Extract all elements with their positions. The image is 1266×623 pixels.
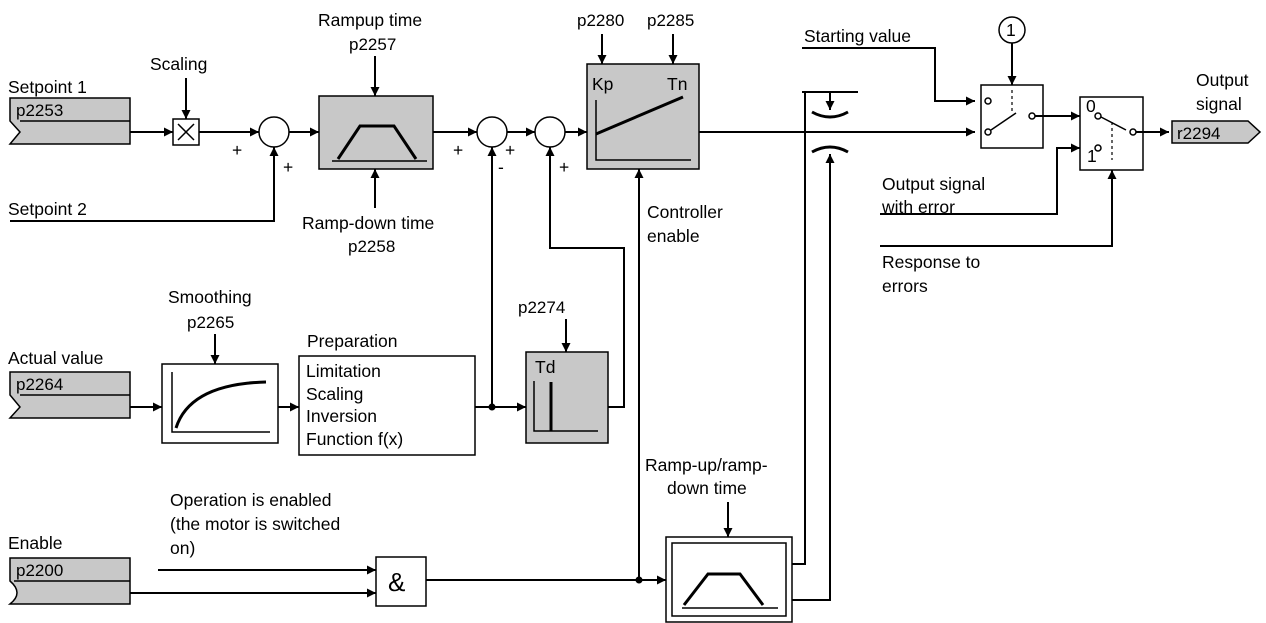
and-gate-symbol: & — [388, 567, 405, 597]
rampdown-time-param: p2258 — [348, 237, 395, 256]
switch-0-label: 0 — [1086, 96, 1096, 116]
ramp-generator-enable — [665, 536, 793, 623]
controller-enable-label-2: enable — [647, 226, 700, 246]
controller-enable-label-1: Controller — [647, 202, 723, 222]
actual-value-label: Actual value — [8, 348, 103, 368]
rampup-time-label: Rampup time — [318, 10, 422, 30]
response-errors-label-2: errors — [882, 276, 928, 296]
switch-output-error — [1079, 96, 1144, 171]
summing-junction-2 — [476, 116, 508, 148]
output-param: r2294 — [1177, 124, 1220, 143]
output-error-label-2: with error — [881, 197, 955, 217]
enable-param: p2200 — [16, 561, 63, 580]
rampdown-time-label: Ramp-down time — [302, 213, 434, 233]
td-param: p2274 — [518, 298, 565, 317]
output-signal-label-2: signal — [1196, 94, 1242, 114]
prep-scaling: Scaling — [306, 384, 363, 404]
prep-limitation: Limitation — [306, 361, 381, 381]
prep-inversion: Inversion — [306, 406, 377, 426]
switch-1-label: 1 — [1087, 146, 1097, 166]
response-errors-label-1: Response to — [882, 252, 980, 272]
kp-param: p2280 — [577, 11, 624, 30]
output-signal-label-1: Output — [1196, 70, 1249, 90]
note-1-number: 1 — [1006, 20, 1016, 40]
summing-junction-3 — [534, 116, 566, 148]
tn-label: Tn — [667, 74, 687, 94]
scaling-label: Scaling — [150, 54, 207, 74]
smoothing-filter — [161, 363, 279, 444]
preparation-label: Preparation — [307, 331, 397, 351]
pi-controller — [586, 63, 700, 170]
setpoint1-label: Setpoint 1 — [8, 77, 87, 97]
enable-label: Enable — [8, 533, 63, 553]
sum1-plus-left: + — [232, 140, 242, 160]
sum2-plus-left: + — [453, 140, 463, 160]
td-label: Td — [535, 357, 555, 377]
setpoint1-param: p2253 — [16, 101, 63, 120]
ramp2-label-2: down time — [667, 478, 747, 498]
sum2-minus: - — [498, 157, 504, 177]
derivative-block — [525, 351, 609, 444]
output-error-label-1: Output signal — [882, 174, 985, 194]
preparation-block — [298, 355, 476, 456]
operation-enabled-label-2: (the motor is switched — [170, 514, 340, 534]
tn-param: p2285 — [647, 11, 694, 30]
summing-junction-1 — [258, 116, 290, 148]
operation-enabled-label-1: Operation is enabled — [170, 490, 332, 510]
starting-value-label: Starting value — [804, 26, 911, 46]
prep-function: Function f(x) — [306, 429, 403, 449]
actual-value-param: p2264 — [16, 375, 63, 394]
sum3-plus: + — [559, 157, 569, 177]
sum2-plus-right: + — [505, 140, 515, 160]
and-gate — [375, 556, 427, 607]
operation-enabled-label-3: on) — [170, 538, 195, 558]
kp-label: Kp — [592, 74, 613, 94]
output-connector — [1171, 120, 1262, 144]
setpoint2-label: Setpoint 2 — [8, 199, 87, 219]
sum1-plus-bottom: + — [283, 157, 293, 177]
scaling-multiplier — [172, 118, 200, 146]
smoothing-param: p2265 — [187, 313, 234, 332]
ramp2-label-1: Ramp-up/ramp- — [645, 455, 768, 475]
rampup-time-param: p2257 — [349, 35, 396, 54]
smoothing-label: Smoothing — [168, 287, 252, 307]
